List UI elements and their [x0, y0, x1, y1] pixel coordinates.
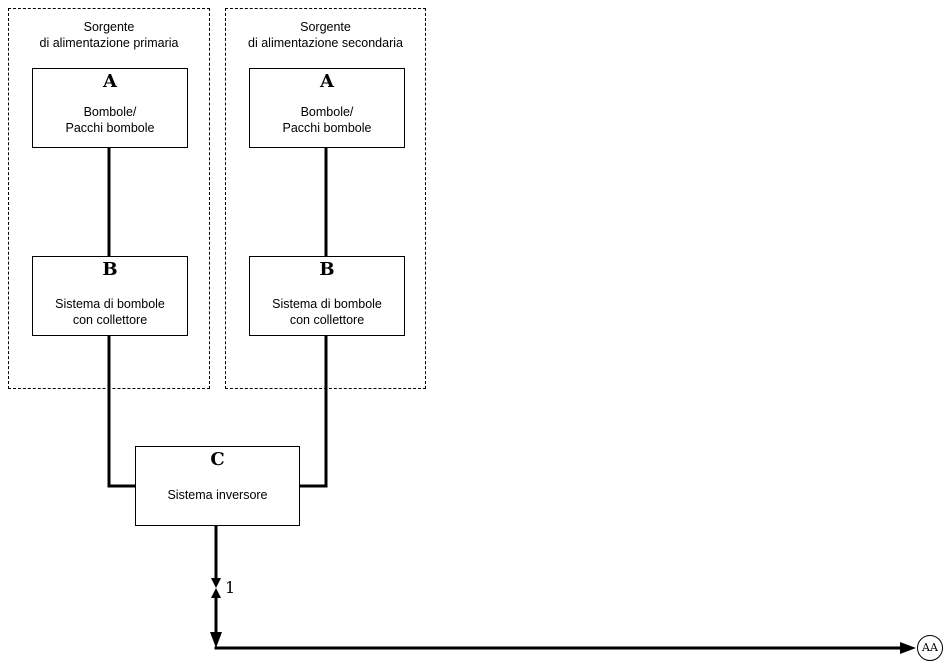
primary-box-b-letter: B [102, 259, 118, 280]
secondary-title-line-1: Sorgente [300, 20, 351, 34]
primary-box-b-line-2: con collettore [72, 313, 148, 327]
primary-title-line-1: Sorgente [83, 20, 135, 34]
secondary-source-group: Sorgente di alimentazione secondaria [225, 8, 426, 389]
primary-title-line-2: di alimentazione primaria [39, 36, 179, 50]
outlet-terminal: AA [917, 635, 943, 661]
secondary-box-a: A Bombole/ Pacchi bombole [249, 68, 405, 148]
primary-box-b: B Sistema di bombole con collettore [32, 256, 188, 336]
secondary-title-line-2: di alimentazione secondaria [248, 36, 403, 50]
inverter-box-c: C Sistema inversore [135, 446, 300, 526]
secondary-box-a-letter: A [320, 71, 334, 92]
secondary-box-b-line-1: Sistema di bombole [272, 297, 382, 311]
arrow-down-icon [210, 632, 222, 648]
primary-box-a-text: Bombole/ Pacchi bombole [33, 104, 187, 136]
secondary-box-b-letter: B [319, 259, 335, 280]
line-primary-b-c [107, 334, 138, 488]
valve-label: 1 [225, 578, 236, 597]
secondary-box-b: B Sistema di bombole con collettore [249, 256, 405, 336]
arrow-right-icon [900, 642, 916, 654]
primary-source-group: Sorgente di alimentazione primaria [8, 8, 210, 389]
primary-box-a-line-2: Pacchi bombole [65, 121, 155, 135]
line-secondary-b-c [297, 334, 328, 488]
primary-box-a-line-1: Bombole/ [83, 105, 137, 119]
primary-box-b-text: Sistema di bombole con collettore [33, 296, 187, 328]
secondary-box-b-line-2: con collettore [289, 313, 365, 327]
primary-source-title: Sorgente di alimentazione primaria [9, 19, 209, 51]
valve-icon [211, 578, 221, 598]
secondary-box-a-line-1: Bombole/ [300, 105, 354, 119]
inverter-box-label: Sistema inversore [167, 488, 268, 502]
secondary-box-a-text: Bombole/ Pacchi bombole [250, 104, 404, 136]
primary-box-b-line-1: Sistema di bombole [55, 297, 165, 311]
secondary-box-b-text: Sistema di bombole con collettore [250, 296, 404, 328]
secondary-box-a-line-2: Pacchi bombole [282, 121, 372, 135]
inverter-box-letter: C [210, 449, 225, 470]
primary-box-a: A Bombole/ Pacchi bombole [32, 68, 188, 148]
secondary-source-title: Sorgente di alimentazione secondaria [226, 19, 425, 51]
primary-box-a-letter: A [103, 71, 117, 92]
